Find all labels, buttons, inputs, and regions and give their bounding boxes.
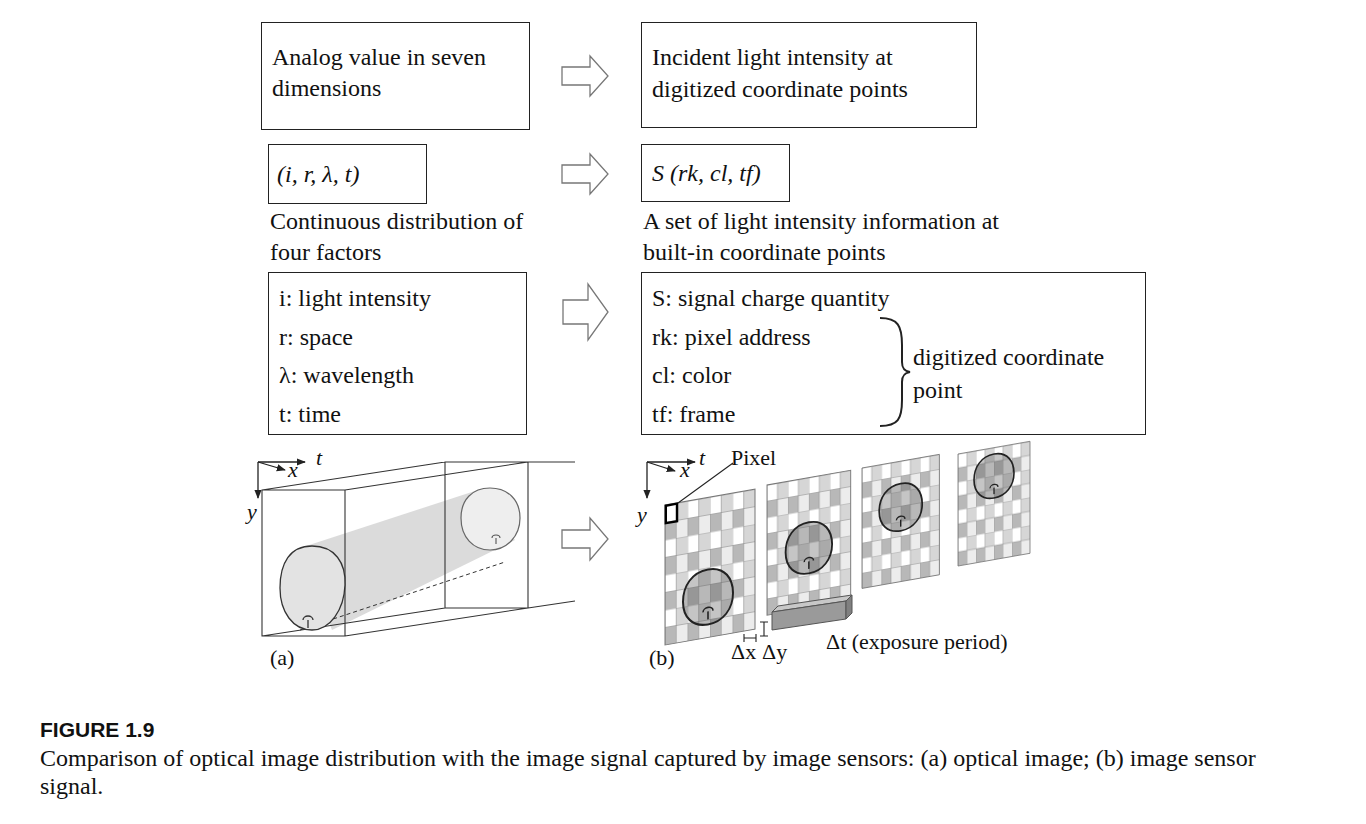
figure-label: (b) — [649, 646, 675, 670]
object-mark — [703, 607, 713, 621]
figure-label: (a) — [270, 646, 294, 670]
figure-label: t — [316, 446, 322, 470]
object-mark — [990, 484, 998, 495]
box-text: digitized coordinate point — [913, 341, 1108, 407]
box-text: Incident light intensity at digitized co… — [652, 41, 966, 105]
pixel-highlight — [666, 504, 677, 523]
box-text: r: space — [279, 318, 516, 357]
block-arrow — [563, 284, 608, 340]
concept-box: (i, r, λ, t)Continuous distribution of f… — [268, 144, 427, 204]
axis-arrow — [257, 462, 258, 498]
block-arrow — [562, 518, 608, 560]
figure-caption: Comparison of optical image distribution… — [40, 744, 1280, 800]
box-text: S: signal charge quantity — [652, 279, 1135, 318]
figure-label: Δx — [731, 640, 756, 664]
sensor-frame — [665, 489, 755, 645]
box-text: λ: wavelength — [279, 356, 516, 395]
axis-arrow — [646, 462, 647, 498]
block-arrow — [562, 154, 608, 194]
figure-label: Δt (exposure period) — [826, 630, 1008, 654]
figure-label: x — [288, 458, 298, 482]
box-text: Analog value in seven dimensions — [272, 42, 519, 104]
concept-box: S (rk, cl, tf)A set of light intensity i… — [641, 144, 790, 202]
object-mark — [804, 557, 813, 570]
concept-box: S: signal charge quantityrk: pixel addre… — [641, 272, 1146, 435]
concept-box: Incident light intensity at digitized co… — [641, 22, 977, 128]
axis-arrow — [258, 461, 305, 462]
box-text: i: light intensity — [279, 279, 516, 318]
dimension-mark — [760, 622, 768, 636]
object-shape — [786, 518, 833, 577]
box-text: t: time — [279, 395, 516, 434]
figure-label: x — [680, 458, 690, 482]
box-text: Continuous distribution of four factors — [270, 206, 532, 268]
object-shape — [683, 565, 733, 629]
curly-bracket — [880, 318, 910, 426]
axis-arrow — [258, 462, 285, 470]
exposure-bar — [772, 601, 846, 630]
object-shape — [461, 488, 520, 550]
block-arrow — [562, 56, 608, 96]
figure-label: t — [699, 446, 705, 470]
object-mark — [492, 535, 500, 544]
sensor-frame — [958, 441, 1030, 566]
object-mark — [303, 616, 313, 628]
figure-label: y — [247, 500, 257, 524]
figure-label: Δy — [762, 640, 787, 664]
box-text: A set of light intensity information at … — [643, 206, 1038, 268]
figure-label: y — [637, 503, 647, 527]
object-shape — [280, 546, 345, 630]
exposure-bar — [846, 595, 852, 619]
object-mark — [896, 515, 905, 527]
object-shape — [879, 480, 922, 535]
box-text: S (rk, cl, tf) — [652, 155, 779, 191]
concept-box: i: light intensityr: spaceλ: wavelengtht… — [268, 272, 527, 435]
figure-label: Pixel — [731, 446, 776, 470]
sensor-frame — [862, 454, 939, 588]
box-text: (i, r, λ, t) — [277, 156, 418, 192]
image-volume — [262, 462, 575, 636]
figure-title: FIGURE 1.9 — [40, 718, 154, 742]
sensor-frame — [767, 470, 851, 615]
concept-box: Analog value in seven dimensions — [261, 22, 530, 130]
object-shape — [974, 451, 1014, 502]
axis-arrow — [647, 462, 675, 471]
box-text: tf: frame — [652, 395, 1135, 434]
